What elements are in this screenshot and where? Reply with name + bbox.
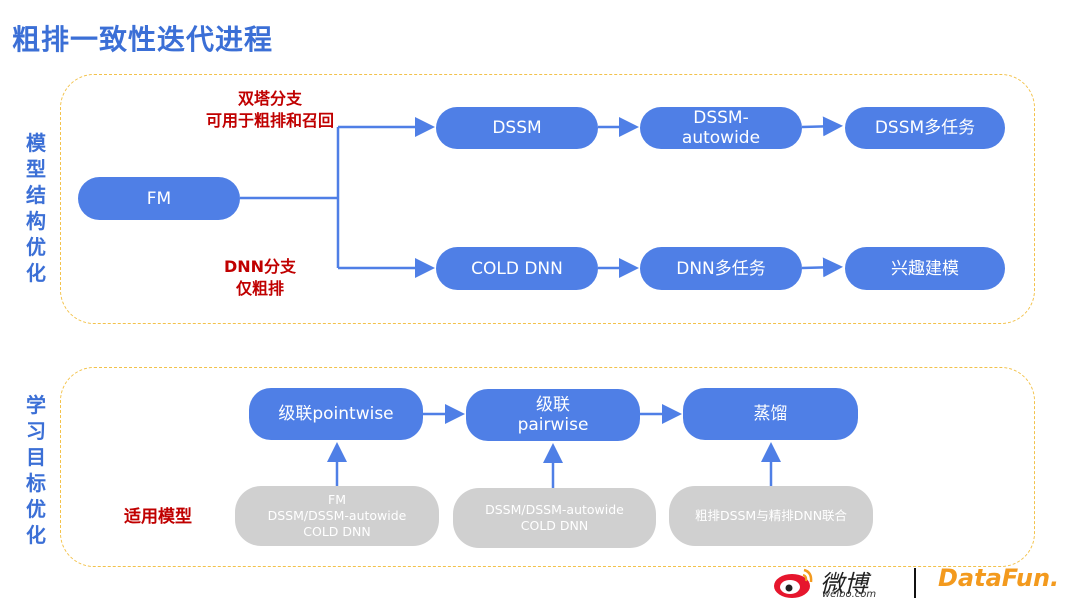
arrow-autowide-multitask [801, 116, 843, 137]
arrow-dnnmulti-interest [801, 257, 843, 278]
node-dssm-multitask: DSSM多任务 [845, 107, 1005, 149]
model-set-distillation: 粗排DSSM与精排DNN联合 [669, 486, 873, 546]
page-title: 粗排一致性迭代进程 [12, 23, 274, 56]
branch-twin-tower-label: 双塔分支 可用于粗排和召回 [205, 89, 334, 130]
node-dssm: DSSM [436, 107, 598, 149]
datafun-wordmark: DataFun. [938, 564, 1060, 592]
weibo-wordmark: 微博 [820, 570, 868, 598]
applicable-models-label: 适用模型 [124, 507, 192, 527]
node-cold-dnn: COLD DNN [436, 247, 598, 290]
model-structure-label: 模型结构优化 [26, 131, 46, 285]
weibo-url: weibo.com [822, 589, 877, 600]
learning-objective-label: 学习目标优化 [26, 393, 46, 547]
model-set-pointwise: FM DSSM/DSSM-autowide COLD DNN [235, 486, 439, 546]
node-dssm-autowide: DSSM- autowide [640, 107, 802, 149]
node-interest-modeling: 兴趣建模 [845, 247, 1005, 290]
node-cascade-pairwise: 级联 pairwise [466, 389, 640, 441]
node-cascade-pointwise: 级联pointwise [249, 388, 423, 440]
branch-dnn-label: DNN分支 仅粗排 [223, 257, 297, 298]
model-structure-panel [60, 74, 1035, 324]
node-dnn-multitask: DNN多任务 [640, 247, 802, 290]
weibo-logo-icon [774, 568, 813, 598]
node-distillation: 蒸馏 [683, 388, 858, 440]
footer-separator [914, 568, 916, 598]
model-set-pairwise: DSSM/DSSM-autowide COLD DNN [453, 488, 656, 548]
learning-objective-panel [60, 367, 1035, 567]
node-fm: FM [78, 177, 240, 220]
